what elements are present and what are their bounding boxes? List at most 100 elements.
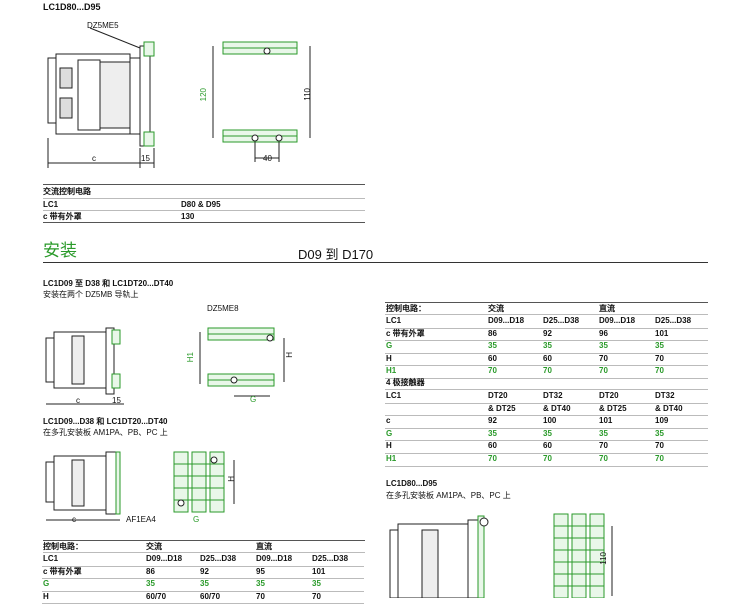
table-cell: D25...D38 <box>200 554 237 563</box>
table-cell: 35 <box>655 428 664 438</box>
dim-G: G <box>250 395 257 404</box>
table-cell: 100 <box>543 416 557 426</box>
top-table-row-label: LC1 <box>43 200 59 209</box>
table-cell: 35 <box>543 428 552 438</box>
table-cell: 70 <box>599 454 608 463</box>
table-row-label: H1 <box>386 454 397 463</box>
rt-group1: 交流 <box>488 304 504 313</box>
dim-c-top: c <box>92 154 96 163</box>
table-cell: 70 <box>543 454 552 463</box>
table-cell: 60 <box>488 441 497 451</box>
table-row-label: H <box>386 441 392 451</box>
table-cell: 70 <box>599 353 608 363</box>
table-cell: 92 <box>200 566 209 576</box>
table-cell: 86 <box>488 328 497 338</box>
table-cell: DT32 <box>655 391 675 400</box>
table-cell: DT20 <box>599 391 619 400</box>
table-cell: 101 <box>312 566 326 576</box>
rule <box>43 210 365 211</box>
table-cell: 70 <box>655 353 664 363</box>
plate-label: AF1EA4 <box>126 515 156 524</box>
table-cell: 70 <box>488 366 497 375</box>
table-row-label: LC1 <box>386 391 402 400</box>
dim-120: 120 <box>199 88 208 102</box>
table-row-label: c 带有外罩 <box>386 328 425 338</box>
table-cell: 95 <box>256 566 265 576</box>
top-table-row-value: 130 <box>181 212 195 221</box>
table-row-label: LC1 <box>386 316 402 325</box>
table-cell: 70 <box>256 591 265 601</box>
table-cell: 35 <box>655 341 664 350</box>
table-cell: 35 <box>312 579 321 588</box>
dim-H: H <box>285 352 294 358</box>
rule <box>385 340 708 341</box>
rule <box>385 465 708 467</box>
table-cell: 86 <box>146 566 155 576</box>
rule <box>43 552 365 553</box>
table-cell: 60 <box>488 353 497 363</box>
top-table-row-label: c 带有外罩 <box>43 212 82 221</box>
rt-group2: 直流 <box>599 304 615 313</box>
bl-table-header: 控制电路： <box>43 542 83 551</box>
rail-label-left1: DZ5ME8 <box>207 304 239 313</box>
dim-110: 110 <box>303 88 312 101</box>
left1-subtitle: 安装在两个 DZ5MB 导轨上 <box>43 290 139 299</box>
rule <box>42 565 364 567</box>
rule <box>385 327 708 329</box>
table-cell: 70 <box>543 366 552 375</box>
table-cell: 35 <box>488 428 497 438</box>
table-cell: DT20 <box>488 391 508 400</box>
dim-c-left1: c <box>76 396 80 405</box>
table-cell: & DT40 <box>655 403 683 413</box>
rule <box>385 453 708 454</box>
left2-title: LC1D09...D38 和 LC1DT20...DT40 <box>43 417 168 426</box>
rule <box>385 427 708 429</box>
rt-header: 控制电路： <box>386 304 426 313</box>
left2-subtitle: 在多孔安装板 AM1PA、PB、PC 上 <box>43 428 168 437</box>
rule <box>385 415 708 417</box>
rail-pair-drawing <box>199 327 285 397</box>
table-cell: D09...D18 <box>146 554 183 563</box>
dim-c-left2: c <box>72 515 76 524</box>
table-cell: D09...D18 <box>256 554 293 563</box>
left1-title: LC1D09 至 D38 和 LC1DT20...DT40 <box>43 279 174 288</box>
table-cell: 35 <box>200 579 209 588</box>
dim-H1: H1 <box>186 352 195 363</box>
table-cell: 70 <box>655 454 664 463</box>
rule <box>43 540 365 541</box>
table-cell: 70 <box>655 366 664 375</box>
top-title: LC1D80...D95 <box>43 2 101 12</box>
table-cell: 92 <box>543 328 552 338</box>
rule <box>385 302 708 303</box>
table-row-label: G <box>43 579 50 588</box>
contactor-side-view-drawing <box>47 27 155 168</box>
table-cell: & DT25 <box>599 403 627 413</box>
table-cell: & DT40 <box>543 403 571 413</box>
bl-table-group1: 交流 <box>146 542 162 551</box>
table-row-label: G <box>386 428 393 438</box>
table-cell: 60 <box>543 441 552 451</box>
table-cell: 70 <box>488 454 497 463</box>
table-cell: D25...D38 <box>655 316 692 325</box>
table-cell: D09...D18 <box>488 316 525 325</box>
table-cell: DT32 <box>543 391 563 400</box>
table-cell: 60 <box>543 353 552 363</box>
section-title: 安装 <box>43 241 77 260</box>
contactor-plate-side-drawing <box>45 451 121 521</box>
table-cell: 70 <box>655 441 664 451</box>
rule <box>385 402 708 404</box>
table-cell: & DT25 <box>488 403 516 413</box>
section-subtitle: D09 到 D170 <box>298 247 374 262</box>
table-row-label: G <box>386 341 393 350</box>
rule <box>385 352 708 354</box>
section-rule <box>43 262 708 263</box>
table-cell: 92 <box>488 416 497 426</box>
table-cell: 96 <box>599 328 608 338</box>
top-table-row-value: D80 & D95 <box>181 200 221 209</box>
rb-title: LC1D80...D95 <box>386 479 438 488</box>
dim-15-top: 15 <box>141 154 150 163</box>
rule <box>385 440 708 442</box>
dim-40: 40 <box>263 154 272 163</box>
table-cell: 70 <box>312 591 321 601</box>
rule <box>385 314 708 315</box>
